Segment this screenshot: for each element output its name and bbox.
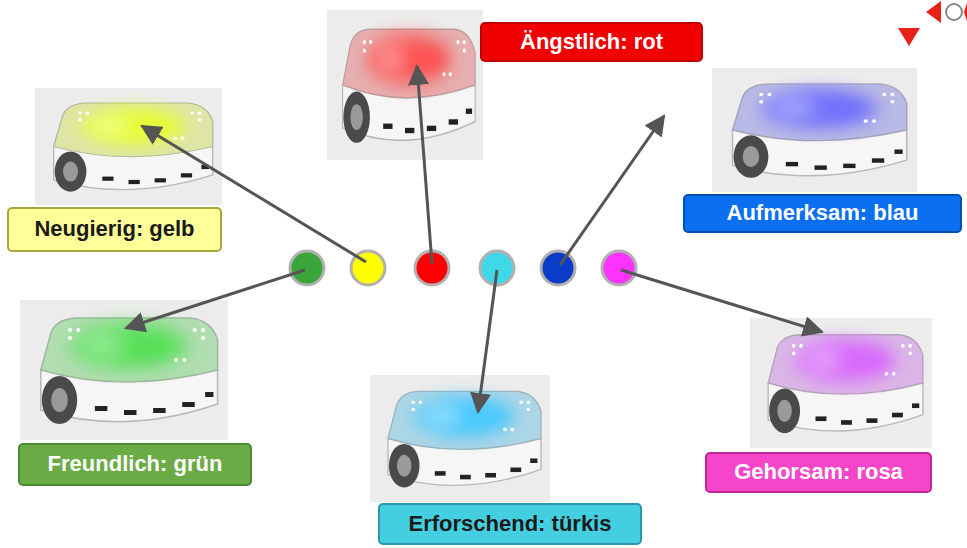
label-text: Ängstlich: rot	[520, 30, 663, 54]
button-icon	[898, 1, 967, 46]
label-text: Neugierig: gelb	[34, 217, 194, 241]
robot-photo	[712, 68, 917, 192]
label-box: Aufmerksam: blau	[683, 194, 962, 233]
color-dots	[290, 251, 636, 285]
leader-arrows	[126, 66, 822, 412]
label-text: Freundlich: grün	[48, 452, 223, 476]
label-box: Erforschend: türkis	[378, 503, 642, 545]
label-text: Aufmerksam: blau	[727, 201, 919, 225]
robot-photo	[750, 318, 932, 448]
label-box: Gehorsam: rosa	[705, 452, 932, 493]
label-text: Erforschend: türkis	[409, 512, 612, 536]
label-box: Neugierig: gelb	[7, 207, 222, 252]
label-box: Ängstlich: rot	[480, 22, 703, 62]
robot-photo	[370, 375, 550, 502]
robot-photo	[20, 300, 228, 440]
label-text: Gehorsam: rosa	[734, 460, 903, 484]
robot-photo	[327, 10, 483, 160]
robot-photo	[35, 88, 222, 205]
label-box: Freundlich: grün	[18, 443, 252, 486]
